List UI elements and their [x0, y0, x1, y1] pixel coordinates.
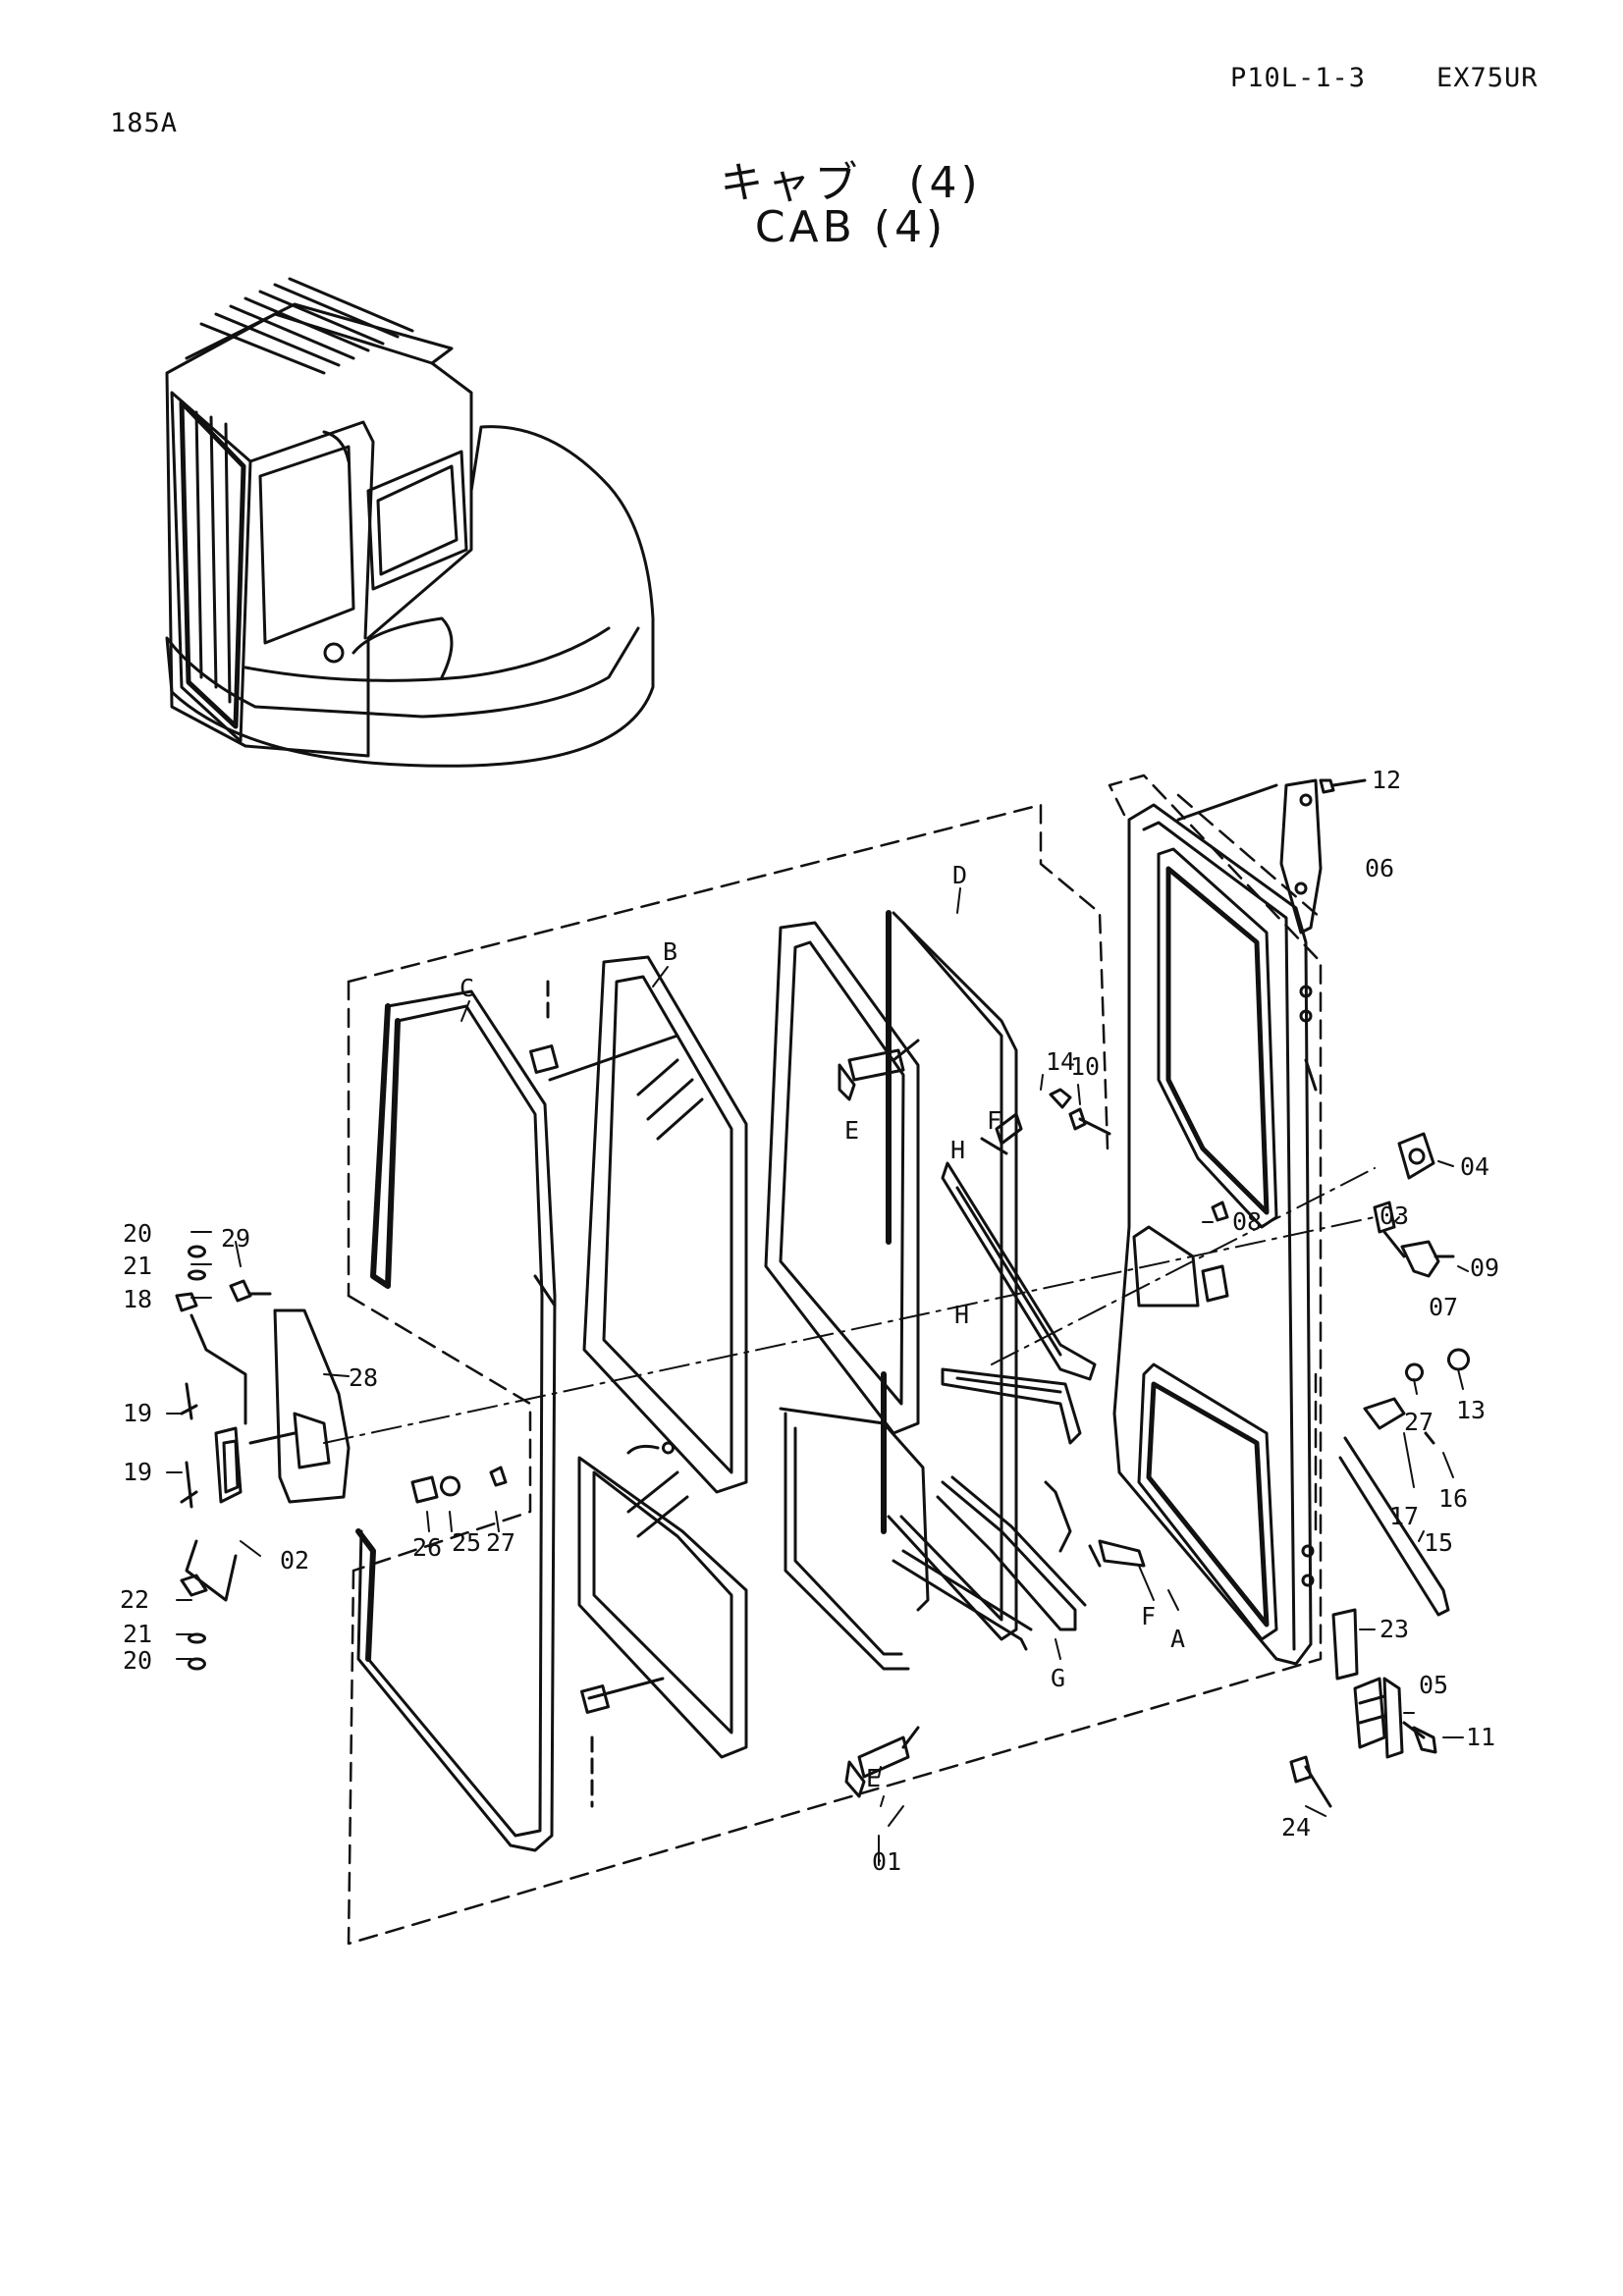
callout-21-lower: 21: [123, 1620, 152, 1648]
excavator-cab-illustration: [165, 277, 655, 768]
callout-20-upper: 20: [123, 1219, 152, 1248]
part-d-frame: [764, 910, 1033, 1671]
callout-27-left: 27: [486, 1528, 515, 1557]
callout-24: 24: [1281, 1813, 1311, 1842]
callout-b: B: [663, 937, 677, 966]
callout-02: 02: [280, 1546, 309, 1575]
part-06-plate: [1176, 778, 1367, 934]
assembly-01-boundary: [347, 774, 1323, 1946]
callout-10: 10: [1070, 1052, 1100, 1081]
callout-labels: C B D E E F F H H G A 01 14 10 08 12 06 …: [120, 766, 1499, 1876]
callout-13: 13: [1456, 1396, 1486, 1424]
callout-c: C: [460, 974, 474, 1002]
callout-14: 14: [1046, 1047, 1075, 1076]
hinge-hardware: [1289, 1608, 1437, 1808]
callout-h-upper: H: [950, 1136, 965, 1164]
callout-f-lower: F: [1141, 1602, 1156, 1630]
callout-g: G: [1051, 1664, 1065, 1692]
callout-20-lower: 20: [123, 1646, 152, 1675]
callout-29: 29: [221, 1224, 250, 1253]
callout-h-lower: H: [954, 1301, 969, 1329]
title-japanese: キャブ (4): [720, 158, 982, 208]
callout-15: 15: [1424, 1528, 1453, 1557]
callout-07: 07: [1429, 1293, 1458, 1321]
callout-16: 16: [1438, 1484, 1468, 1513]
callout-17: 17: [1389, 1502, 1419, 1530]
title-english: CAB (4): [754, 202, 947, 252]
callout-03: 03: [1380, 1201, 1409, 1230]
callout-f-upper: F: [987, 1106, 1001, 1135]
part-e-clips: [838, 1039, 920, 1798]
callout-22: 22: [120, 1585, 149, 1614]
callout-e-upper: E: [844, 1116, 859, 1145]
callout-25: 25: [452, 1528, 481, 1557]
lock-hardware: [175, 1245, 508, 1671]
callout-04: 04: [1460, 1152, 1489, 1181]
callout-18: 18: [123, 1285, 152, 1313]
callout-e-lower: E: [866, 1764, 881, 1792]
part-a-door-frame: [1112, 803, 1318, 1666]
callout-19-upper: 19: [123, 1399, 152, 1427]
callout-08: 08: [1232, 1207, 1262, 1236]
callout-12: 12: [1372, 766, 1401, 794]
part-b-glass: [529, 955, 748, 1808]
part-c-seal: [355, 989, 557, 1852]
callout-21-upper: 21: [123, 1252, 152, 1280]
callout-23: 23: [1380, 1615, 1409, 1643]
callout-d: D: [952, 861, 967, 889]
callout-19-lower: 19: [123, 1458, 152, 1486]
leader-lines: [166, 887, 1469, 1866]
callout-26: 26: [412, 1533, 442, 1562]
callout-27-right: 27: [1404, 1408, 1434, 1436]
callout-11: 11: [1466, 1723, 1495, 1751]
callout-28: 28: [349, 1363, 378, 1392]
callout-a: A: [1170, 1625, 1185, 1653]
weather-strips: [936, 1112, 1146, 1631]
callout-05: 05: [1419, 1671, 1448, 1699]
model-number: EX75UR: [1436, 63, 1539, 93]
page-reference: P10L-1-3: [1230, 63, 1367, 93]
assembly-axis: [323, 1216, 1376, 1444]
callout-09: 09: [1470, 1254, 1499, 1282]
callout-01: 01: [872, 1847, 901, 1876]
sheet-number: 185A: [110, 108, 179, 138]
callout-06: 06: [1365, 854, 1394, 882]
